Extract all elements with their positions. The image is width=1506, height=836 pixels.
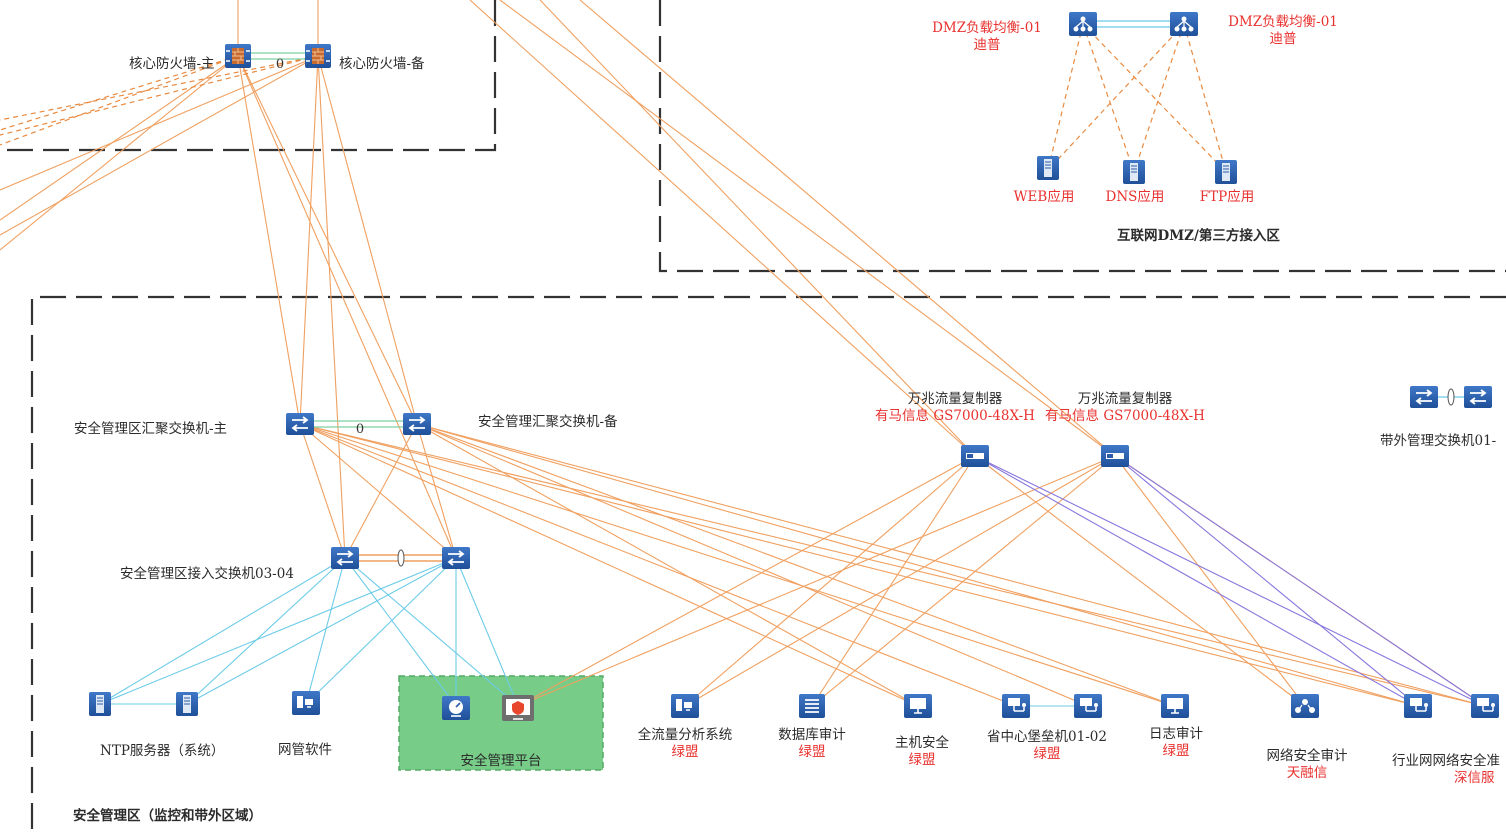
link-lock-icon bbox=[397, 549, 405, 567]
dmz-zone-title: 互联网DMZ/第三方接入区 bbox=[1117, 228, 1280, 244]
dashboard-icon[interactable] bbox=[441, 695, 471, 721]
switch-icon[interactable] bbox=[402, 412, 432, 436]
server-icon[interactable] bbox=[1122, 159, 1146, 185]
switch-icon[interactable] bbox=[1463, 385, 1493, 409]
multi-server-icon[interactable] bbox=[670, 693, 700, 719]
link-lock-icon bbox=[1447, 388, 1455, 406]
blue-links bbox=[99, 557, 1088, 707]
switch-icon[interactable] bbox=[1409, 385, 1439, 409]
multi-server-icon[interactable] bbox=[291, 690, 321, 716]
dmz-zone-border bbox=[658, 0, 1506, 273]
server-icon[interactable] bbox=[1214, 159, 1238, 185]
core-zone-border bbox=[0, 0, 497, 152]
switch-icon[interactable] bbox=[441, 546, 471, 570]
database-icon[interactable] bbox=[798, 693, 826, 719]
host-monitor-icon[interactable] bbox=[903, 693, 933, 719]
core-firewall-backup-label: 核心防火墙-备 bbox=[339, 56, 425, 72]
server-icon[interactable] bbox=[88, 691, 112, 717]
firewall-icon[interactable] bbox=[224, 43, 252, 69]
dmz-lb-1-label: DMZ负载均衡-01 迪普 bbox=[932, 20, 1042, 53]
host-security-label: 主机安全 绿盟 bbox=[895, 735, 949, 768]
switch-icon[interactable] bbox=[330, 546, 360, 570]
dmz-lb-2-label: DMZ负载均衡-01 迪普 bbox=[1228, 14, 1338, 47]
security-monitor-icon[interactable] bbox=[501, 694, 535, 722]
dashed-orange-links bbox=[0, 23, 1227, 173]
db-audit-label: 数据库审计 绿盟 bbox=[778, 727, 846, 760]
devices bbox=[88, 11, 1500, 722]
security-platform-label: 安全管理平台 bbox=[460, 753, 542, 769]
web-app-label: WEB应用 bbox=[1013, 189, 1075, 205]
server-icon[interactable] bbox=[175, 691, 199, 717]
load-balancer-icon[interactable] bbox=[1169, 11, 1199, 37]
flow-analysis-label: 全流量分析系统 绿盟 bbox=[637, 727, 733, 760]
bastion-host-icon[interactable] bbox=[1001, 693, 1031, 719]
traffic-tap-1-label: 万兆流量复制器 有马信息 GS7000-48X-H bbox=[875, 391, 1035, 424]
server-icon[interactable] bbox=[1036, 155, 1060, 181]
traffic-tap-icon[interactable] bbox=[961, 445, 989, 467]
traffic-tap-2-label: 万兆流量复制器 有马信息 GS7000-48X-H bbox=[1045, 391, 1205, 424]
purple-links bbox=[974, 455, 1486, 707]
access-switch-label: 安全管理区接入交换机03-04 bbox=[120, 566, 294, 582]
network-node-icon[interactable] bbox=[1470, 693, 1500, 719]
ftp-app-label: FTP应用 bbox=[1199, 189, 1255, 205]
traffic-tap-icon[interactable] bbox=[1101, 445, 1129, 467]
core-firewall-main-label: 核心防火墙-主 bbox=[129, 56, 215, 72]
log-audit-label: 日志审计 绿盟 bbox=[1149, 726, 1203, 759]
nms-label: 网管软件 bbox=[278, 742, 332, 758]
link-count-label: 0 bbox=[356, 422, 364, 437]
ntp-server-label: NTP服务器（系统） bbox=[100, 743, 225, 759]
aggregation-switch-backup-label: 安全管理汇聚交换机-备 bbox=[478, 414, 618, 430]
log-audit-icon[interactable] bbox=[1160, 693, 1190, 719]
bastion-label: 省中心堡垒机01-02 绿盟 bbox=[987, 729, 1107, 762]
bastion-host-icon[interactable] bbox=[1073, 693, 1103, 719]
cluster-icon[interactable] bbox=[1290, 693, 1320, 719]
orange-links bbox=[0, 0, 1486, 707]
security-zone-border bbox=[30, 295, 1506, 836]
switch-icon[interactable] bbox=[285, 412, 315, 436]
link-lock-icons bbox=[397, 388, 1455, 567]
industry-network-label: 行业网网络安全准 深信服 bbox=[1392, 753, 1500, 786]
link-count-label: 0 bbox=[276, 57, 284, 72]
network-node-icon[interactable] bbox=[1403, 693, 1433, 719]
oob-switch-label: 带外管理交换机01- bbox=[1380, 433, 1497, 449]
firewall-icon[interactable] bbox=[304, 43, 332, 69]
security-zone-title: 安全管理区（监控和带外区域） bbox=[73, 808, 262, 824]
load-balancer-icon[interactable] bbox=[1068, 11, 1098, 37]
aggregation-switch-main-label: 安全管理区汇聚交换机-主 bbox=[74, 421, 228, 437]
dns-app-label: DNS应用 bbox=[1105, 189, 1165, 205]
network-audit-label: 网络安全审计 天融信 bbox=[1266, 748, 1348, 781]
